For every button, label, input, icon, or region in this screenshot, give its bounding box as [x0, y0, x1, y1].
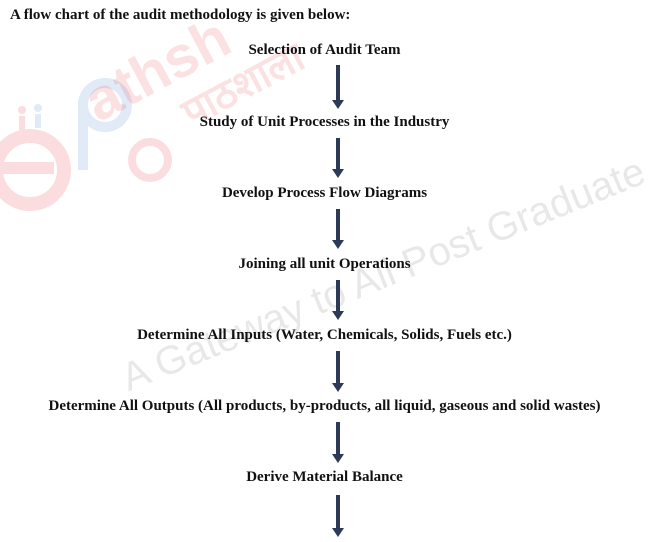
step-develop-process-flow-diagrams: Develop Process Flow Diagrams: [221, 185, 428, 201]
arrow-down-icon: [332, 209, 344, 249]
step-study-unit-processes: Study of Unit Processes in the Industry: [199, 114, 450, 130]
svg-text:A Gateway to All Post Graduate: A Gateway to All Post Graduate Courses: [115, 89, 649, 400]
arrow-down-icon: [332, 65, 344, 109]
arrow-down-icon: [332, 422, 344, 463]
step-derive-material-balance: Derive Material Balance: [246, 469, 403, 485]
intro-text: A flow chart of the audit methodology is…: [10, 7, 351, 23]
arrow-down-icon: [332, 495, 344, 537]
arrow-down-icon: [332, 351, 344, 392]
arrow-down-icon: [332, 138, 344, 178]
arrow-down-icon: [332, 280, 344, 320]
step-determine-all-inputs: Determine All Inputs (Water, Chemicals, …: [137, 327, 512, 343]
step-joining-unit-operations: Joining all unit Operations: [238, 256, 411, 272]
step-selection-of-audit-team: Selection of Audit Team: [248, 42, 401, 58]
step-determine-all-outputs: Determine All Outputs (All products, by-…: [48, 398, 601, 414]
